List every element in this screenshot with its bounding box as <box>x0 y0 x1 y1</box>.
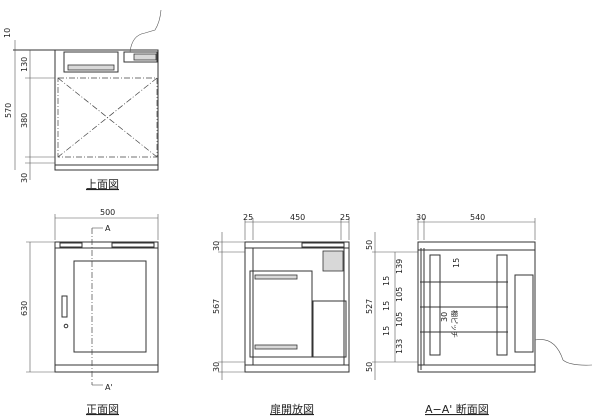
section-view-caption: A−A' 断面図 <box>425 402 489 416</box>
dim-pitch-105-2: 105 <box>395 312 404 327</box>
section-mark-a: A <box>105 224 111 233</box>
dim-pitch-139: 139 <box>395 259 404 274</box>
dim-top-30: 30 <box>212 241 221 251</box>
dim-width-500: 500 <box>100 208 115 217</box>
dim-inner-450: 450 <box>290 213 305 222</box>
dim-middle-567: 567 <box>212 299 221 314</box>
dim-bottom-30: 30 <box>212 362 221 372</box>
dim-shelf-offset-30: 30 <box>440 312 449 322</box>
front-view-caption: 正面図 <box>86 403 119 416</box>
dim-upper-130: 130 <box>20 57 29 72</box>
dim-left-25: 25 <box>243 213 253 222</box>
dim-inner-527: 527 <box>365 299 374 314</box>
section-mark-a-prime: A' <box>105 383 113 392</box>
shelf-pitch-label: 棚ピッチ <box>450 310 459 338</box>
dim-height-630: 630 <box>20 301 29 316</box>
dim-rail-step-15: 15 <box>452 258 461 268</box>
open-view-caption: 扉開放図 <box>270 402 314 416</box>
dim-bottom-30: 30 <box>20 173 29 183</box>
dim-top-10: 10 <box>3 28 12 38</box>
dim-right-25: 25 <box>340 213 350 222</box>
dim-door-30: 30 <box>416 213 426 222</box>
front-view: 500 630 A A' 正面図 <box>20 208 159 416</box>
dim-depth-540: 540 <box>470 213 485 222</box>
dim-pitch-133: 133 <box>395 339 404 354</box>
dim-gap-15-3: 15 <box>382 326 391 336</box>
top-view-caption: 上面図 <box>86 178 119 191</box>
dim-middle-380: 380 <box>20 113 29 128</box>
dim-bottom-50: 50 <box>365 362 374 372</box>
dim-total-570: 570 <box>4 103 13 118</box>
section-view: 30 540 50 527 50 139 15 105 15 105 15 13… <box>365 213 593 416</box>
top-view: 10 570 130 380 30 上面図 <box>3 9 162 191</box>
dim-gap-15-1: 15 <box>382 276 391 286</box>
dim-gap-15-2: 15 <box>382 301 391 311</box>
dim-pitch-105-1: 105 <box>395 287 404 302</box>
open-view: 25 450 25 30 567 30 扉開放図 <box>212 213 350 416</box>
dim-top-50: 50 <box>365 240 374 250</box>
